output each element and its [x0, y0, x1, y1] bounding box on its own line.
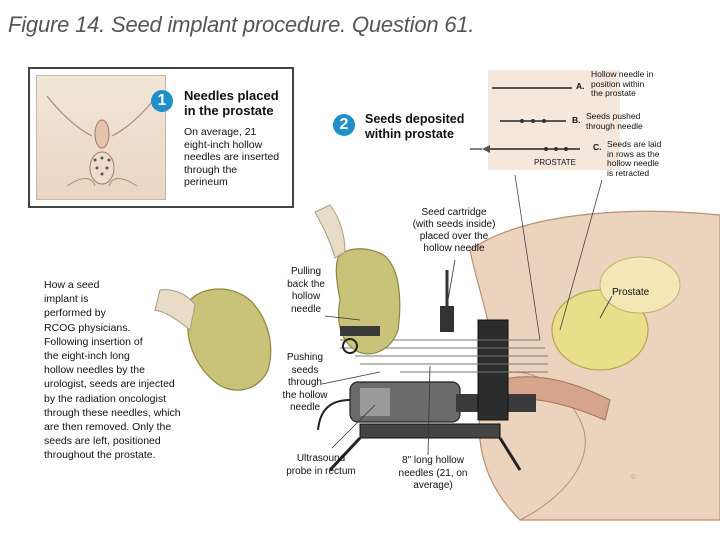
perineum-sketch	[46, 95, 158, 187]
plunger	[340, 326, 380, 336]
detail-b-letter: B.	[572, 115, 581, 125]
detail-b-line: through needle	[586, 120, 643, 131]
pulling-line: hollow	[291, 291, 321, 302]
figure-title: Figure 14. Seed implant procedure. Quest…	[8, 12, 475, 37]
bladder-shape	[599, 256, 681, 314]
step1-body-line: On average, 21	[184, 126, 257, 138]
detail-b-line: Seeds pushed	[586, 111, 641, 121]
step2-heading-line: Seeds deposited	[365, 112, 465, 126]
step2-heading-line: within prostate	[365, 127, 454, 141]
ultrasound-line: Ultrasound	[296, 453, 346, 464]
seed-cartridge-line: Seed cartridge	[421, 207, 487, 218]
detail-a-line: the prostate	[591, 88, 636, 98]
detail-c-text: Seeds are laid in rows as the hollow nee…	[607, 139, 662, 178]
detail-c-letter: C.	[593, 142, 602, 152]
needles-label: 8" long hollow needles (21, on average)	[390, 455, 476, 493]
pulling-label: Pulling back the hollow needle	[284, 266, 328, 316]
step1-heading-line: Needles placed	[184, 88, 279, 103]
detail-a-line: Hollow needle in	[591, 69, 654, 79]
ultrasound-label: Ultrasound probe in rectum	[273, 453, 369, 478]
description-line: throughout the prostate.	[44, 449, 156, 462]
forearm-left	[154, 289, 196, 331]
seed-cartridge-label: Seed cartridge (with seeds inside) place…	[402, 207, 506, 255]
description-line: implant is	[44, 293, 89, 306]
glove-hand-left	[187, 288, 272, 391]
stepper-base	[359, 423, 501, 439]
step2-number-badge: 2	[333, 114, 355, 136]
svg-text:©: ©	[629, 472, 638, 482]
step1-body-line: perineum	[184, 176, 228, 188]
detail-c-line: is retracted	[607, 167, 650, 178]
detail-prostate-label: PROSTATE	[534, 158, 576, 167]
detail-c-line: Seeds are laid	[607, 139, 662, 149]
step2-heading: Seeds deposited within prostate	[365, 112, 464, 142]
description-line: the eight-inch long	[44, 350, 130, 363]
seed-cartridge-line: hollow needle	[423, 243, 485, 254]
seed-cartridge-line: placed over the	[419, 231, 489, 242]
description-line: by the radiation oncologist	[44, 392, 166, 405]
description-line: are then removed. Only the	[44, 421, 172, 434]
seed-cartridge-line: (with seeds inside)	[412, 219, 496, 230]
pulling-line: Pulling	[290, 266, 322, 277]
procedure-description: How a seed implant is performed by RCOG …	[44, 278, 222, 463]
pushing-label: Pushing seeds through the hollow needle	[278, 352, 332, 415]
pushing-line: through	[288, 377, 322, 388]
description-line: urologist, seeds are injected	[44, 378, 175, 391]
pushing-line: Pushing	[286, 352, 324, 363]
forearm-top	[314, 204, 346, 259]
seed-cartridge	[440, 306, 454, 332]
step1-body-line: through the	[184, 163, 238, 176]
detail-c-line: hollow needle	[607, 158, 659, 168]
detail-a-letter: A.	[576, 81, 585, 91]
step1-heading-line: in the prostate	[184, 103, 274, 118]
description-line: RCOG physicians.	[44, 321, 131, 334]
description-line: hollow needles by the	[44, 364, 145, 377]
detail-b-text: Seeds pushed through needle	[586, 111, 643, 131]
needle-template	[477, 319, 509, 421]
pulling-line: back the	[287, 278, 325, 290]
perineum-thumbnail	[36, 75, 166, 200]
description-line: Following insertion of	[44, 335, 143, 348]
detail-c-line: in rows as the	[607, 148, 660, 159]
pushing-line: needle	[289, 402, 321, 413]
step1-body-line: needles are inserted	[184, 151, 280, 163]
step1-body-line: eight-inch hollow	[184, 138, 263, 151]
step1-body: On average, 21 eight-inch hollow needles…	[184, 126, 279, 189]
description-line: through these needles, which	[44, 406, 181, 419]
step1-heading: Needles placed in the prostate	[184, 88, 279, 118]
description-line: seeds are left, positioned	[44, 435, 161, 448]
needles-line: 8" long hollow	[402, 455, 464, 466]
pushing-line: the hollow	[282, 389, 328, 401]
glove-hand-top	[335, 248, 401, 355]
needles-line: average)	[413, 480, 453, 491]
step1-panel	[28, 67, 294, 208]
description-line: performed by	[44, 307, 106, 320]
prostate-label: Prostate	[612, 287, 650, 298]
ultrasound-line: probe in rectum	[286, 465, 356, 477]
step1-number-badge: 1	[151, 90, 173, 112]
detail-a-text: Hollow needle in position within the pro…	[591, 69, 654, 99]
detail-a-line: position within	[591, 78, 645, 89]
pulling-line: needle	[290, 303, 322, 315]
pushing-line: seeds	[291, 364, 319, 376]
description-line: How a seed	[44, 279, 100, 291]
needles-line: needles (21, on	[398, 467, 468, 479]
